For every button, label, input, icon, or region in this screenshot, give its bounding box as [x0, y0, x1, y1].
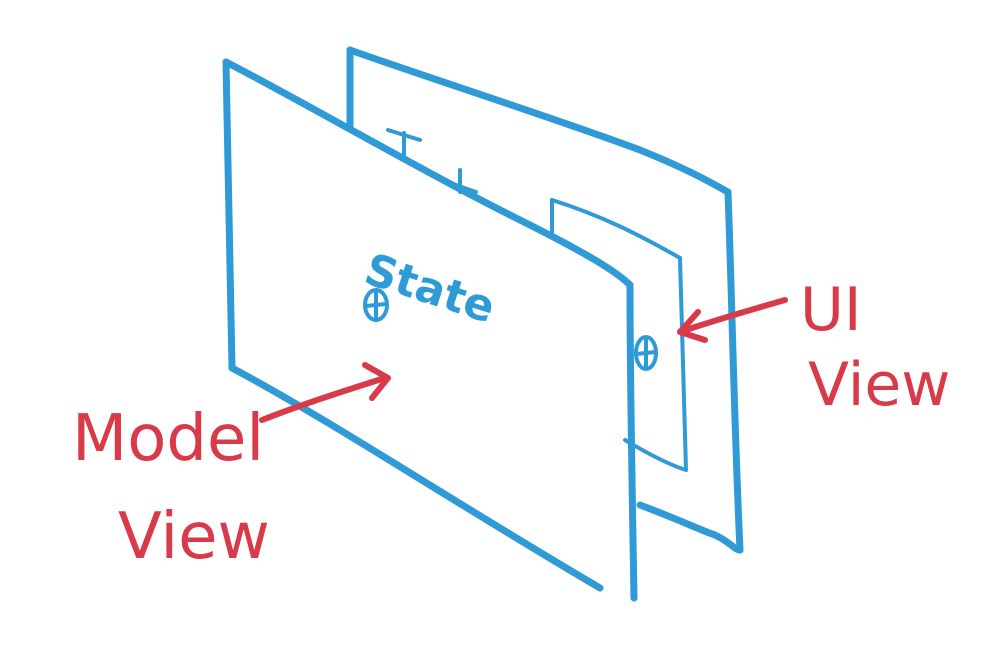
model-view-label-line1: Model [72, 402, 264, 476]
model-view-label-line2: View [118, 500, 270, 574]
model-theta-icon [363, 288, 389, 322]
back-sheet [346, 46, 744, 554]
ui-view-label-line2: View [808, 350, 950, 420]
ui-view-label-line1: UI [800, 275, 862, 345]
model-view-arrow [259, 362, 391, 423]
ui-view-panel [550, 198, 688, 472]
ui-view-arrow [677, 297, 788, 343]
ui-theta-icon [634, 335, 658, 371]
model-view-sheet [222, 58, 638, 602]
